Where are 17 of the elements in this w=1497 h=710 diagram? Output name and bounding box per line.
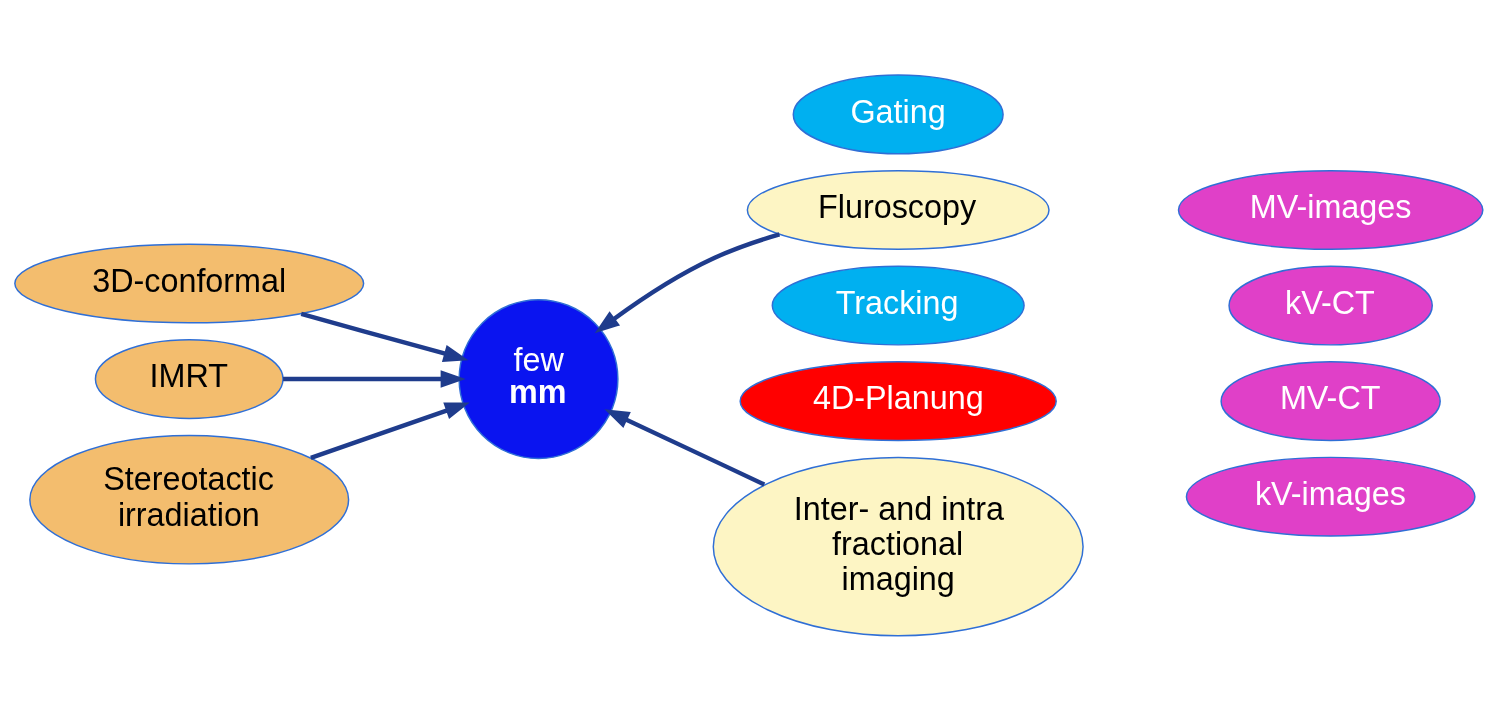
node-ellipse: 3D-conformal: [14, 242, 365, 324]
node-ellipse: MV-images: [1177, 169, 1484, 250]
node-ellipse: kV-images: [1185, 456, 1476, 537]
arrow: [283, 369, 466, 388]
arrow: [300, 311, 469, 362]
node-ellipse: Gating: [792, 73, 1004, 154]
node-ellipse: Stereotactic irradiation: [29, 434, 350, 565]
node-ellipse: IMRT: [94, 338, 284, 419]
node-ellipse: Tracking: [771, 265, 1025, 346]
node-ellipse: kV-CT: [1228, 265, 1433, 346]
node-ellipse: Inter- and intra fractional imaging: [712, 456, 1084, 637]
arrow: [594, 231, 781, 333]
node-ellipse: Fluroscopy: [746, 169, 1050, 250]
node-ellipse: 4D-Planung: [739, 360, 1057, 441]
node-ellipse: MV-CT: [1220, 360, 1441, 441]
arrow: [310, 401, 470, 460]
arrow: [604, 408, 766, 486]
